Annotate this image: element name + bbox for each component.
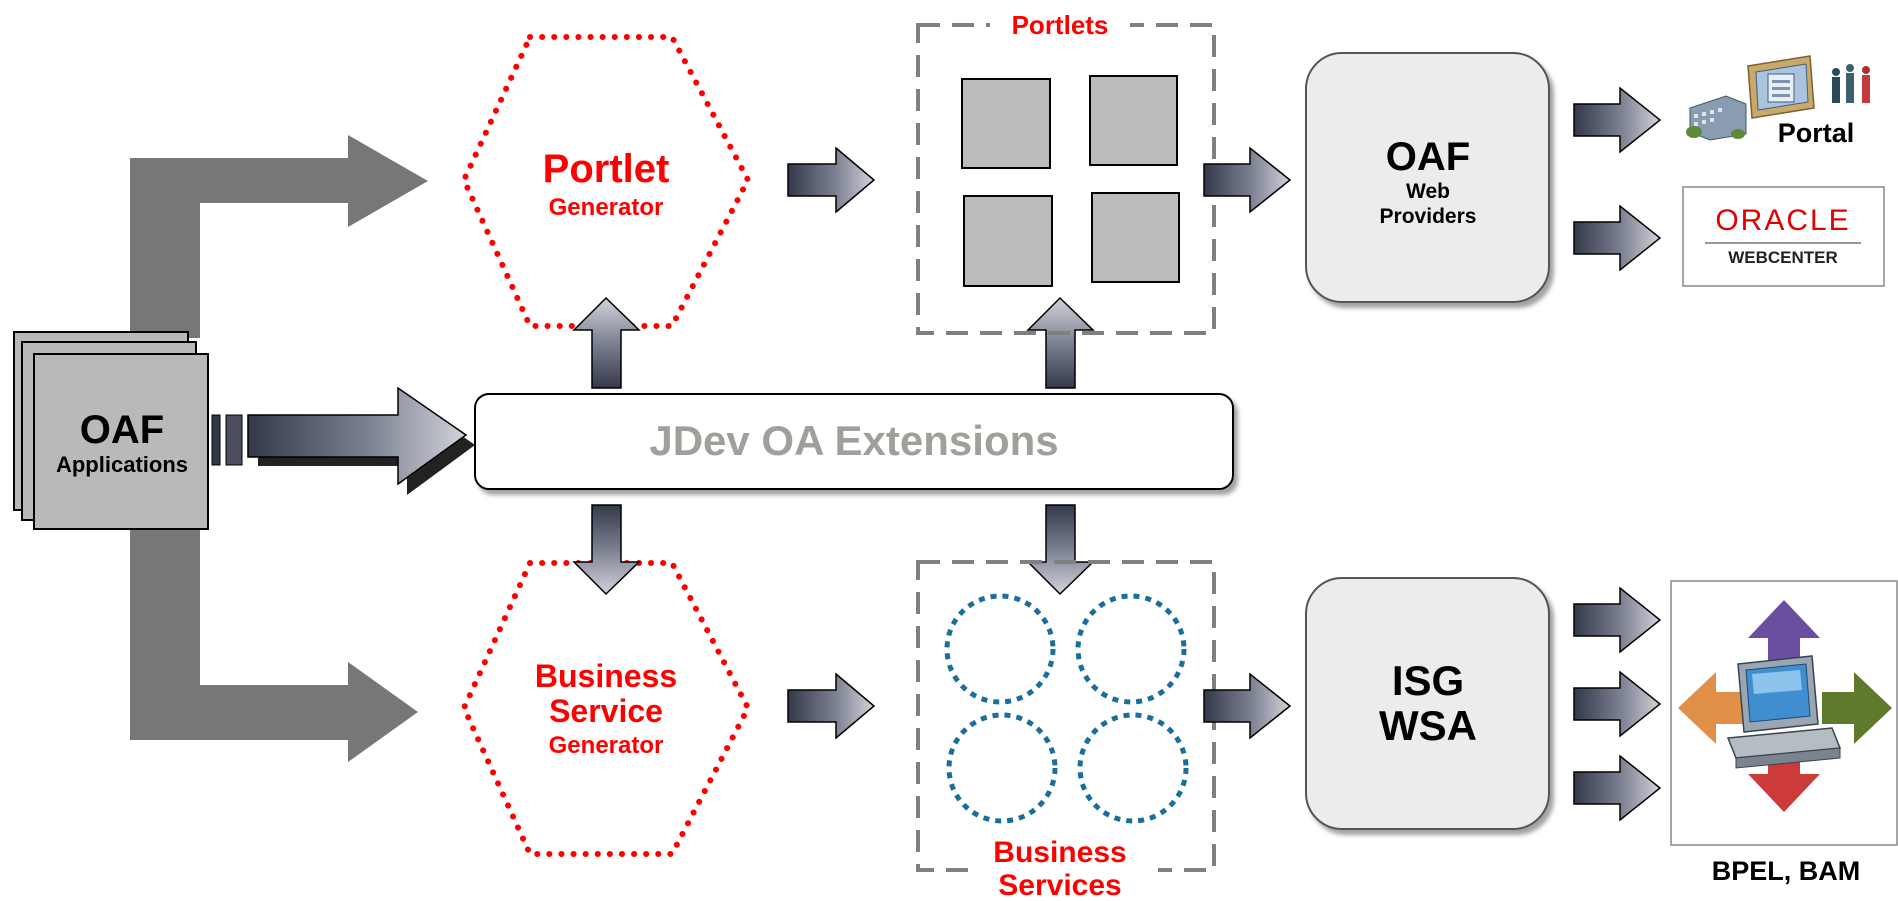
arrow-bs-gen-to-business-services — [787, 672, 876, 740]
portlet-square — [963, 195, 1053, 287]
arrow-to-bpel-1 — [1573, 586, 1662, 654]
portal-icon: Portal — [1686, 55, 1870, 148]
portlet-generator-hexagon: Portlet Generator — [460, 34, 752, 329]
oaf-web-title: OAF — [1386, 135, 1470, 179]
jdev-extensions-bar: JDev OA Extensions — [474, 393, 1234, 490]
portlets-container: Portlets — [916, 10, 1216, 335]
oaf-web-line1: Web — [1406, 180, 1450, 203]
business-services-line1: Business — [993, 836, 1126, 869]
oracle-webcenter-logo: ORACLE WEBCENTER — [1682, 186, 1885, 287]
arrow-jdev-to-bs-generator — [572, 504, 641, 596]
arrow-jdev-to-business-services — [1026, 504, 1095, 596]
business-service-circle — [1075, 593, 1187, 705]
arrow-jdev-to-portlets — [1026, 296, 1095, 389]
business-service-circle — [946, 712, 1058, 824]
arrow-to-bpel-3 — [1573, 754, 1662, 822]
portlets-label: Portlets — [1012, 10, 1109, 40]
thick-arrow-to-bs-generator — [130, 520, 418, 762]
portlet-generator-title: Portlet — [543, 147, 670, 191]
jdev-label: JDev OA Extensions — [649, 417, 1058, 464]
portlet-square — [1091, 192, 1180, 283]
thick-arrow-to-portlet-generator — [130, 135, 428, 338]
webcenter-text: WEBCENTER — [1728, 248, 1838, 267]
portlet-generator-subtitle: Generator — [549, 194, 664, 221]
portlet-square — [1089, 75, 1178, 166]
isg-line1: ISG — [1392, 657, 1464, 704]
arrow-portlet-gen-to-portlets — [787, 146, 876, 214]
bs-generator-line1: Business — [535, 658, 677, 694]
portal-label: Portal — [1778, 118, 1855, 148]
business-services-line2: Services — [998, 869, 1121, 901]
arrow-portlets-to-oaf-web — [1203, 146, 1292, 214]
business-service-generator-hexagon: Business Service Generator — [460, 560, 752, 857]
bs-generator-line3: Generator — [549, 732, 664, 759]
oaf-applications-box: OAF Applications — [13, 331, 209, 530]
bpel-bam-icon: BPEL, BAM — [1670, 580, 1898, 886]
arrow-to-bpel-2 — [1573, 670, 1662, 738]
bpel-bam-label: BPEL, BAM — [1712, 856, 1861, 886]
oracle-brand-text: ORACLE — [1715, 204, 1850, 237]
portlet-square — [961, 78, 1051, 169]
arrow-services-to-isg — [1203, 672, 1292, 740]
business-service-circle — [1077, 712, 1189, 824]
oaf-apps-title: OAF — [80, 408, 164, 452]
isg-wsa-box: ISG WSA — [1305, 577, 1550, 830]
oaf-apps-subtitle: Applications — [56, 452, 188, 477]
arrow-to-webcenter — [1573, 204, 1662, 272]
arrow-to-jdev — [211, 386, 475, 495]
oaf-web-providers-box: OAF Web Providers — [1305, 52, 1550, 303]
arrow-jdev-to-portlet-generator — [572, 296, 641, 389]
arrow-to-portal — [1573, 86, 1662, 154]
business-service-circle — [944, 593, 1056, 705]
business-services-container: Business Services — [916, 560, 1216, 901]
isg-line2: WSA — [1379, 702, 1477, 749]
oaf-web-line2: Providers — [1380, 205, 1477, 228]
bs-generator-line2: Service — [549, 693, 663, 729]
